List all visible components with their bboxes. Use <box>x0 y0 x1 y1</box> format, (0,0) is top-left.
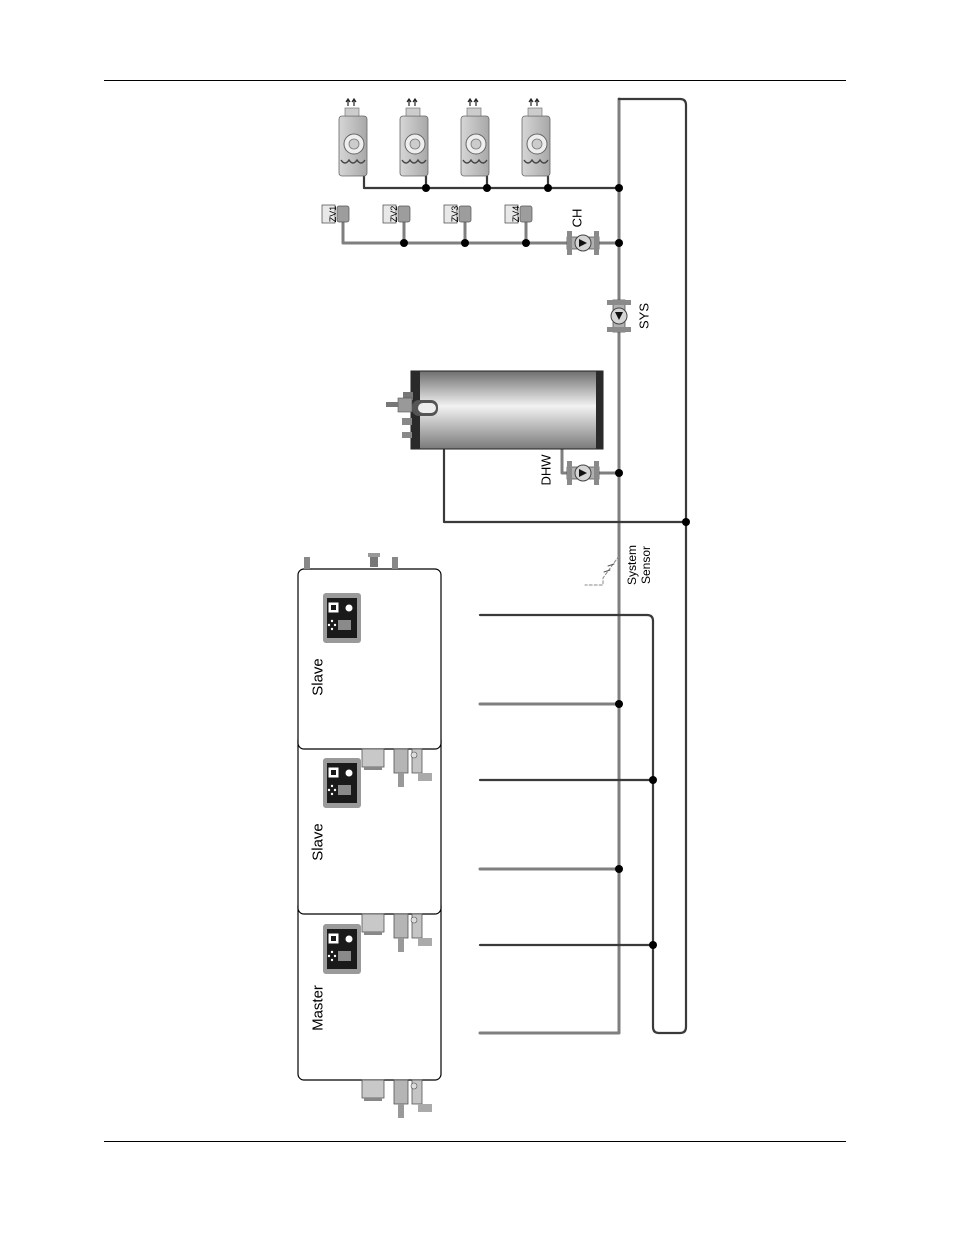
ch-pump: CH <box>567 209 599 255</box>
boiler-master-label: Master <box>310 985 327 1031</box>
dhw-return-pipe <box>444 450 686 522</box>
sys-pump-label: SYS <box>637 303 652 329</box>
zone-valve-4: ZV4 <box>505 205 532 223</box>
zone-valve-1: ZV1 <box>322 205 349 223</box>
boiler-supply-branches <box>480 704 619 869</box>
system-sensor-line2: Sensor <box>639 546 653 584</box>
dhw-storage-tank <box>386 371 603 449</box>
zone-valve-3-label: ZV3 <box>450 206 460 223</box>
boiler-slave-1-label: Slave <box>310 823 327 861</box>
zone-valve-2-label: ZV2 <box>389 206 399 223</box>
zone-valve-4-label: ZV4 <box>511 206 521 223</box>
zone-valve-3: ZV3 <box>444 205 471 223</box>
system-sensor-line1: System <box>625 545 639 585</box>
zone-valve-1-label: ZV1 <box>328 206 338 223</box>
boiler-slave-2-label: Slave <box>310 658 327 696</box>
zone-valve-2: ZV2 <box>383 205 410 223</box>
dhw-pump: DHW <box>539 454 600 486</box>
system-sensor-label: System Sensor <box>625 545 653 585</box>
air-handler-2 <box>400 99 428 176</box>
air-handler-1 <box>339 99 367 176</box>
ch-pump-label: CH <box>570 209 585 228</box>
zone-return-pipe <box>364 176 619 188</box>
air-handler-4 <box>522 99 550 176</box>
system-sensor-lead <box>585 556 619 585</box>
dhw-pump-label: DHW <box>539 454 554 486</box>
sys-pump: SYS <box>607 300 652 332</box>
air-handler-3 <box>461 99 489 176</box>
